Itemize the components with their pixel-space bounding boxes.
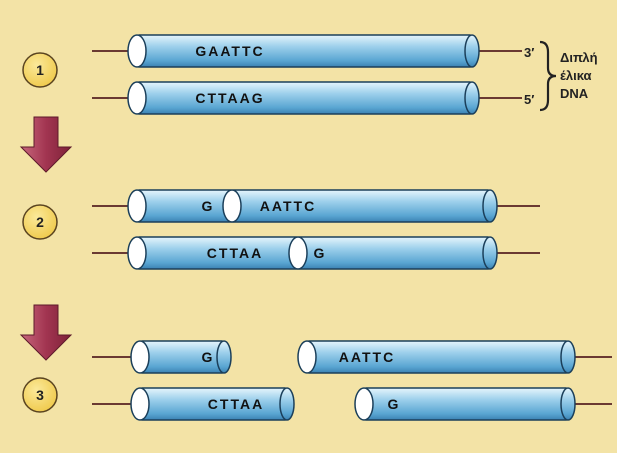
- sequence-label: CTTAA: [208, 396, 264, 412]
- tube-open-end: [288, 236, 308, 270]
- tube-open-end: [127, 81, 147, 115]
- tube-open-end: [222, 189, 242, 223]
- brace-label-line-1: Διπλή: [560, 50, 598, 65]
- sequence-label: G: [388, 396, 401, 412]
- stage1-bottom-strand: CTTAAG 5′: [92, 81, 534, 115]
- stage2-bottom-strand: CTTAA G: [92, 236, 540, 270]
- tube-open-end: [354, 387, 374, 421]
- step-3-number: 3: [36, 387, 44, 403]
- stage2-top-strand: G AATTC: [92, 189, 540, 223]
- tube-end-cap: [482, 189, 498, 223]
- sequence-label: AATTC: [339, 349, 395, 365]
- down-arrow-icon: [19, 304, 73, 361]
- down-arrow-icon: [19, 116, 73, 173]
- step-2-number: 2: [36, 214, 44, 230]
- brace-label-line-2: έλικα: [560, 68, 592, 83]
- dna-tube-piece: [297, 236, 491, 270]
- tube-open-end: [297, 340, 317, 374]
- dna-tube: [136, 34, 473, 68]
- sequence-label: G: [314, 245, 327, 261]
- stage-2: 2 G AATTC CTTAA G: [22, 189, 540, 270]
- tube-end-cap: [216, 340, 232, 374]
- fragment-lower-left: CTTAA: [92, 387, 295, 421]
- step-1-circle: [22, 52, 58, 88]
- tube-open-end: [130, 387, 150, 421]
- stage1-top-strand: GAATTC 3′: [92, 34, 534, 68]
- strand-end-label: 3′: [524, 45, 534, 60]
- tube-end-cap: [464, 34, 480, 68]
- sequence-label: CTTAA: [207, 245, 263, 261]
- tube-open-end: [127, 34, 147, 68]
- tube-open-end: [130, 340, 150, 374]
- step-2-circle: [22, 204, 58, 240]
- sequence-label: GAATTC: [195, 43, 264, 59]
- sequence-label: CTTAAG: [195, 90, 264, 106]
- fragment-upper-left: G: [92, 340, 232, 374]
- tube-end-cap: [482, 236, 498, 270]
- step-1-number: 1: [36, 62, 44, 78]
- tube-end-cap: [560, 340, 576, 374]
- sequence-label: G: [202, 198, 215, 214]
- tube-open-end: [127, 189, 147, 223]
- dna-tube-piece: [136, 189, 234, 223]
- step-3-circle: [22, 377, 58, 413]
- sequence-label: AATTC: [260, 198, 316, 214]
- fragment-lower-right: G: [354, 387, 612, 421]
- dna-tube: [136, 81, 473, 115]
- tube-end-cap: [560, 387, 576, 421]
- tube-end-cap: [464, 81, 480, 115]
- strand-end-label: 5′: [524, 92, 534, 107]
- stage-1: 1 GAATTC 3′ CTTAAG 5′ Διπλή έλικα DNA: [22, 34, 598, 115]
- sequence-label: G: [202, 349, 215, 365]
- brace-label-line-3: DNA: [560, 86, 589, 101]
- tube-end-cap: [279, 387, 295, 421]
- stage-3: 3 G AATTC CTTAA: [22, 340, 612, 421]
- brace-icon: [539, 40, 557, 112]
- fragment-upper-right: AATTC: [297, 340, 612, 374]
- tube-open-end: [127, 236, 147, 270]
